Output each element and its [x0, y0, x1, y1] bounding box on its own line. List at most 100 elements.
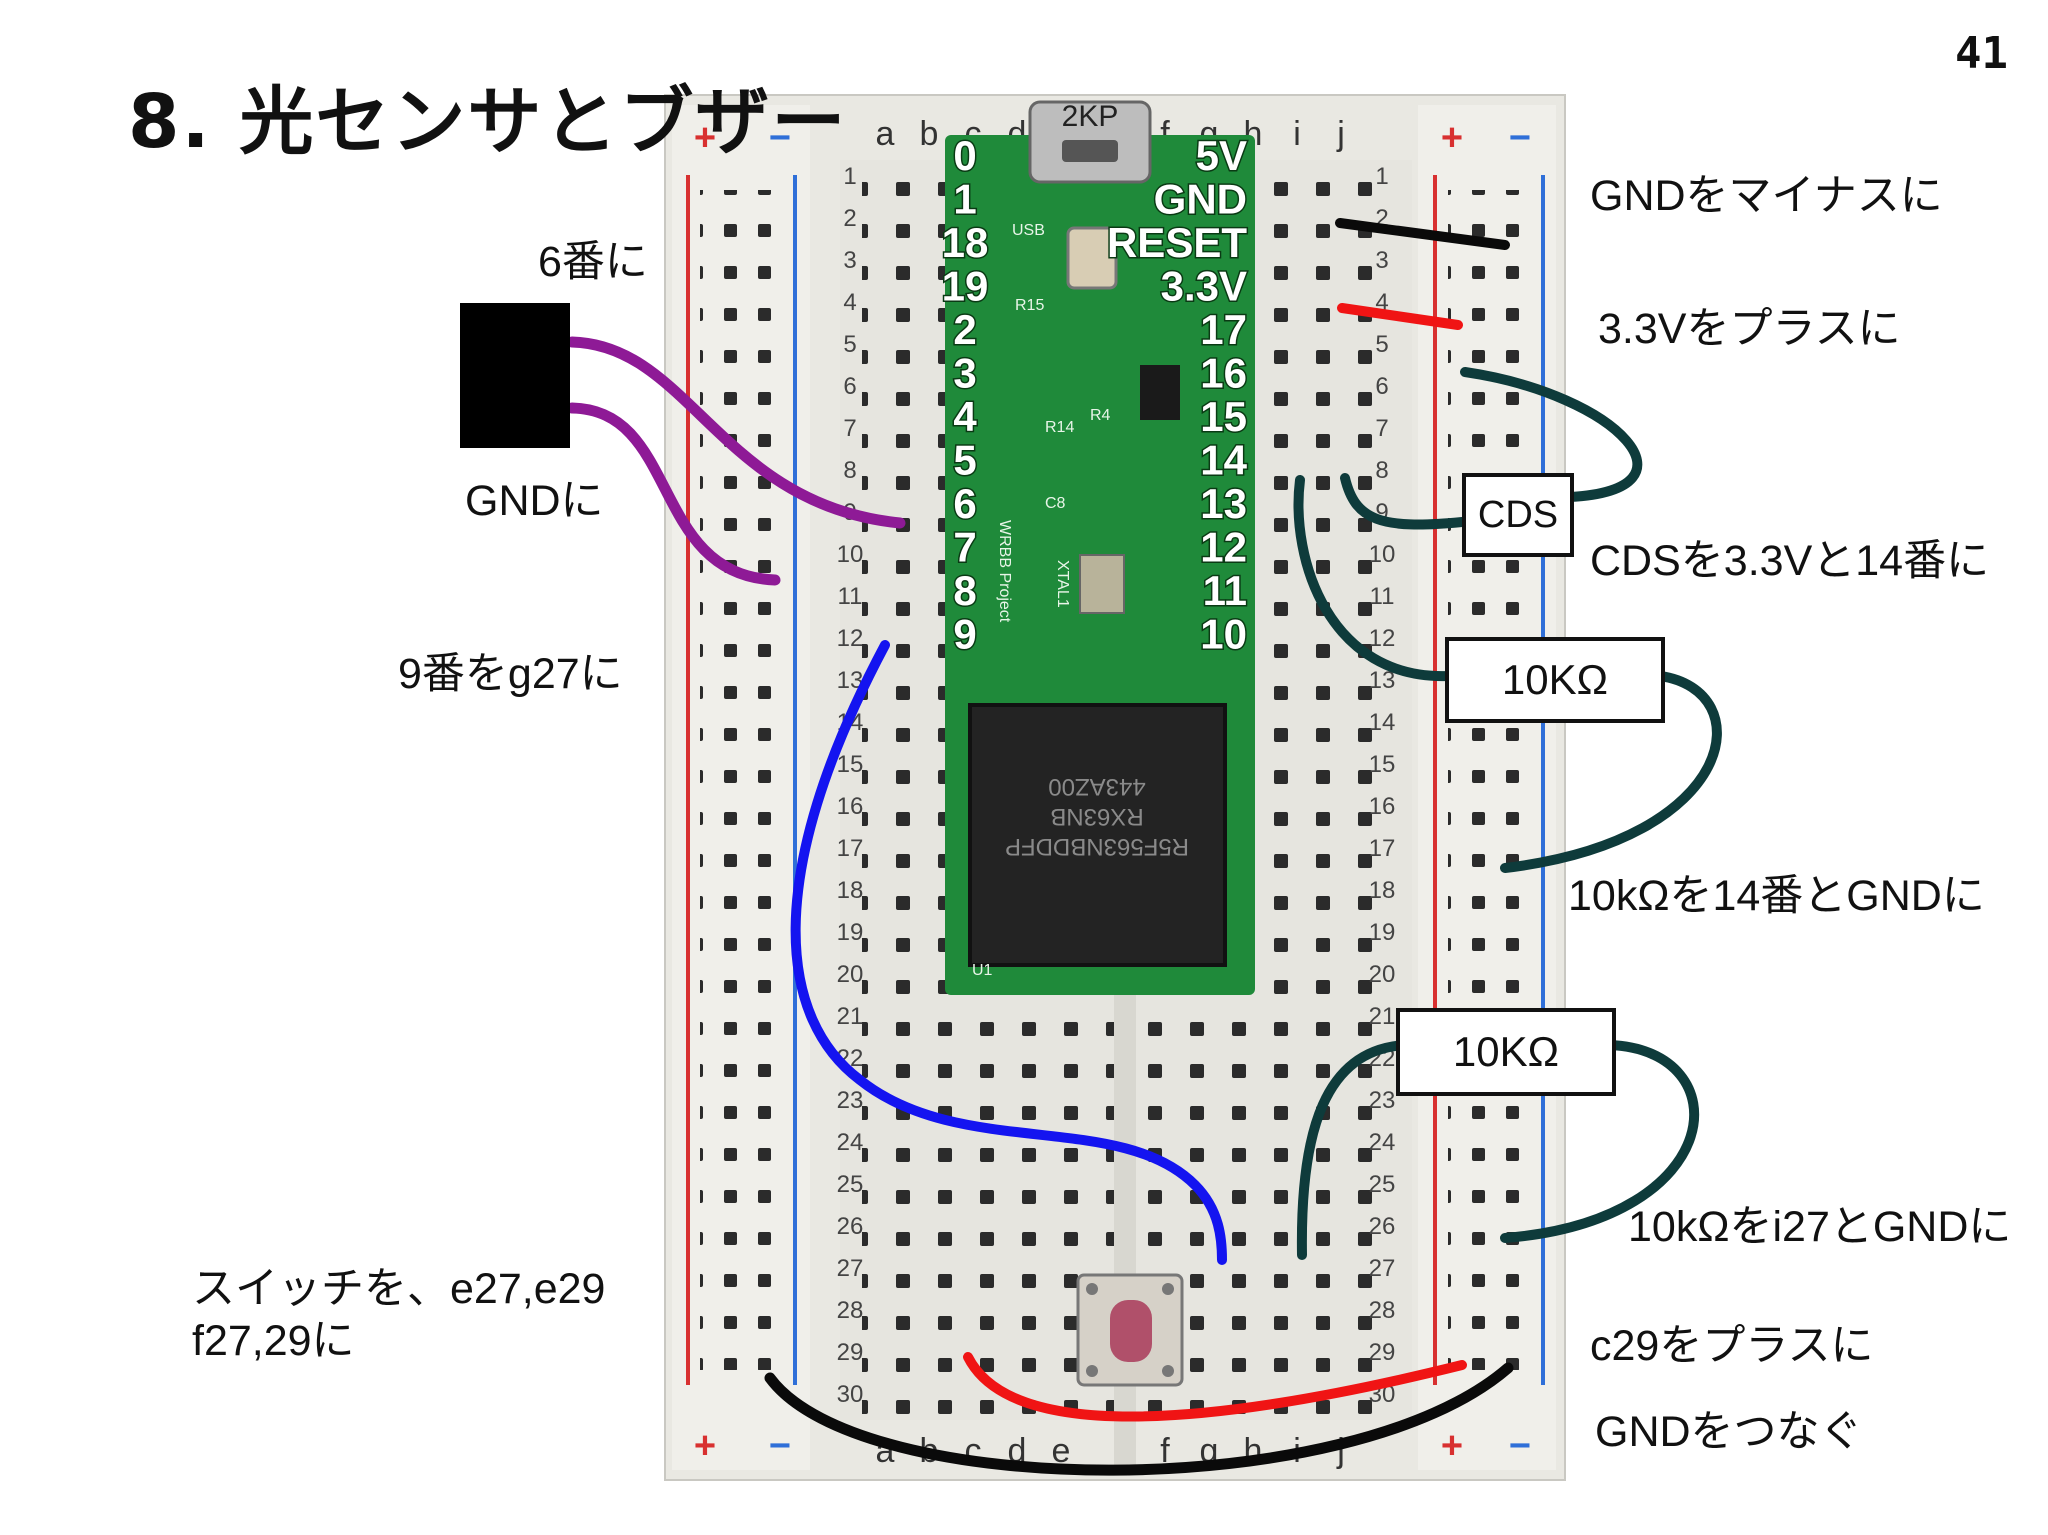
row-number-right-17: 17: [1369, 835, 1396, 862]
pcb-silk-label: U1: [972, 962, 993, 979]
row-number-right-12: 12: [1369, 625, 1396, 652]
wire-gnd-to-minus: [1335, 218, 1510, 250]
mcu-pin-label-right: 14: [1200, 437, 1247, 484]
annotation-buzzer-pin6: 6番に: [538, 238, 648, 286]
rail-plus-mark: +: [694, 1425, 716, 1467]
row-number-left-11: 11: [838, 583, 863, 610]
row-number-left-24: 24: [837, 1129, 864, 1156]
row-number-left-8: 8: [843, 457, 856, 484]
mcu-pin-label-left: 18: [942, 219, 989, 266]
row-number-left-26: 26: [837, 1213, 864, 1240]
rail-minus-mark: −: [769, 117, 791, 159]
row-number-left-2: 2: [843, 205, 856, 232]
row-number-right-1: 1: [1375, 163, 1388, 190]
mcu-pin-label-left: 9: [953, 611, 976, 658]
push-switch: [1076, 1273, 1184, 1387]
row-number-right-25: 25: [1369, 1171, 1396, 1198]
row-number-right-27: 27: [1369, 1255, 1396, 1282]
annotation-buzzer-gnd: GNDに: [465, 477, 604, 525]
pcb-silk-label: R14: [1045, 419, 1074, 436]
rail-plus-mark: +: [1441, 117, 1463, 159]
row-number-left-20: 20: [837, 961, 864, 988]
mcu-pin-label-right: 5V: [1196, 132, 1247, 179]
row-number-left-16: 16: [837, 793, 864, 820]
resistor-bottom-lead-left: [1296, 1040, 1410, 1260]
row-number-left-17: 17: [837, 835, 864, 862]
mcu-pin-label-left: 19: [942, 263, 989, 310]
row-number-left-30: 30: [837, 1381, 864, 1408]
wire-c29-to-plus: [963, 1352, 1467, 1422]
row-number-left-29: 29: [837, 1339, 864, 1366]
row-number-left-10: 10: [837, 541, 864, 568]
mcu-pin-label-right: 15: [1200, 393, 1247, 440]
row-number-left-6: 6: [843, 373, 856, 400]
annotation-switch-line2: f27,29に: [192, 1317, 355, 1365]
row-number-right-11: 11: [1370, 583, 1395, 610]
annotation-c29-plus: c29をプラスに: [1590, 1322, 1874, 1370]
row-number-left-21: 21: [837, 1003, 864, 1030]
resistor-top-lead-left: [1293, 475, 1453, 682]
row-number-right-7: 7: [1375, 415, 1388, 442]
rail-marks: +−+−+−+−: [694, 117, 1531, 1467]
mcu-pin-label-right: 17: [1200, 306, 1247, 353]
row-number-left-25: 25: [837, 1171, 864, 1198]
annotation-gnd-connect: GNDをつなぐ: [1595, 1408, 1863, 1456]
row-number-right-14: 14: [1369, 709, 1396, 736]
resistor-bottom-lead-right: [1500, 1040, 1700, 1243]
row-number-left-1: 1: [843, 163, 856, 190]
mcu-pin-label-right: RESET: [1107, 219, 1247, 266]
row-number-right-15: 15: [1369, 751, 1396, 778]
column-letter-a: a: [876, 115, 895, 153]
mcu-chip-marking: R5F563NBDDFP: [1005, 833, 1189, 860]
mcu-pin-label-left: 2: [953, 306, 976, 353]
annotation-10k-14-gnd: 10kΩを14番とGNDに: [1568, 872, 1985, 920]
mcu-pin-label-right: 10: [1200, 611, 1247, 658]
mcu-pin-label-right: GND: [1154, 176, 1247, 223]
pcb-silk-label: C8: [1045, 495, 1066, 512]
mcu-pin-label-right: 16: [1200, 350, 1247, 397]
row-number-right-10: 10: [1369, 541, 1396, 568]
rail-plus-mark: +: [1441, 1425, 1463, 1467]
row-number-left-4: 4: [843, 289, 856, 316]
row-number-left-3: 3: [843, 247, 856, 274]
row-number-right-20: 20: [1369, 961, 1396, 988]
row-number-right-3: 3: [1375, 247, 1388, 274]
mcu-chip-text: R5F563NBDDFP RX63NB 443AZ00: [1005, 773, 1189, 860]
mcu-chip-marking: RX63NB: [1050, 803, 1143, 830]
reset-button: [1066, 226, 1118, 290]
pcb-silk-label: R15: [1015, 297, 1044, 314]
crystal: [1079, 554, 1125, 614]
mcu-chip-marking: 443AZ00: [1048, 773, 1145, 800]
pcb-silk-label: WRBB Project: [996, 520, 1013, 623]
mcu-pin-label-left: 6: [953, 480, 976, 527]
row-number-right-18: 18: [1369, 877, 1396, 904]
column-letter-j: j: [1336, 115, 1345, 153]
row-number-left-7: 7: [843, 415, 856, 442]
column-letter-b: b: [920, 115, 939, 153]
resistor-bottom-label-box: 10KΩ: [1396, 1008, 1616, 1096]
annotation-pin9-g27: 9番をg27に: [398, 650, 623, 698]
mcu-pin-label-left: 4: [953, 393, 977, 440]
wire-3v3-to-plus: [1337, 303, 1463, 330]
row-number-left-19: 19: [837, 919, 864, 946]
annotation-3v3-plus: 3.3Vをプラスに: [1598, 305, 1901, 353]
row-number-left-12: 12: [837, 625, 864, 652]
buzzer-wire-pin6: [566, 336, 906, 529]
pcb-silk-label: XTAL1: [1054, 560, 1071, 608]
row-number-right-23: 23: [1369, 1087, 1396, 1114]
row-number-right-24: 24: [1369, 1129, 1396, 1156]
buzzer: [460, 303, 570, 448]
row-number-right-16: 16: [1369, 793, 1396, 820]
row-number-left-15: 15: [837, 751, 864, 778]
row-number-left-23: 23: [837, 1087, 864, 1114]
row-number-right-19: 19: [1369, 919, 1396, 946]
annotation-gnd-minus: GNDをマイナスに: [1590, 172, 1943, 220]
row-number-left-28: 28: [837, 1297, 864, 1324]
mcu-chip: [968, 703, 1227, 967]
row-number-right-26: 26: [1369, 1213, 1396, 1240]
mcu-pin-label-left: 7: [953, 524, 976, 571]
mcu-pin-label-left: 1: [953, 176, 976, 223]
